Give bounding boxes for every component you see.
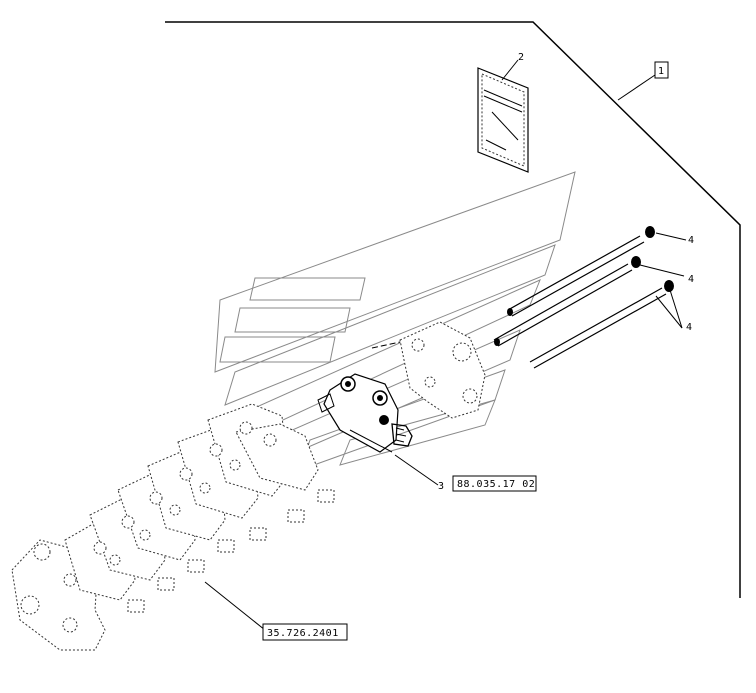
valve-assembly-ref-box <box>262 623 348 641</box>
tie-rods: 4 4 4 <box>493 226 694 369</box>
kit-number-label: 1 <box>658 66 664 77</box>
kit-bracket: 1 <box>165 21 741 598</box>
valve-section-solid: 3 88.035.17 02 <box>317 373 537 492</box>
tie-rod-nut <box>664 280 674 292</box>
valve-section-callout-number: 3 <box>438 481 444 492</box>
tie-rod-callout-number: 4 <box>686 322 692 333</box>
valve-section-ref: 88.035.17 02 <box>457 479 535 490</box>
service-manual: 2 <box>477 52 529 173</box>
tie-rod-callout-number: 4 <box>688 235 694 246</box>
tie-rod-nut <box>645 226 655 238</box>
control-valve-stack-dotted: 35.726.2401 <box>11 403 348 651</box>
kit-number-box <box>654 61 669 79</box>
valve-assembly-ref: 35.726.2401 <box>267 628 339 639</box>
manual-callout-number: 2 <box>518 52 524 63</box>
valve-section-ref-box <box>452 475 537 492</box>
tie-rod-nut <box>631 256 641 268</box>
tie-rod-callout-number: 4 <box>688 274 694 285</box>
valve-end-section-dotted <box>371 321 486 419</box>
